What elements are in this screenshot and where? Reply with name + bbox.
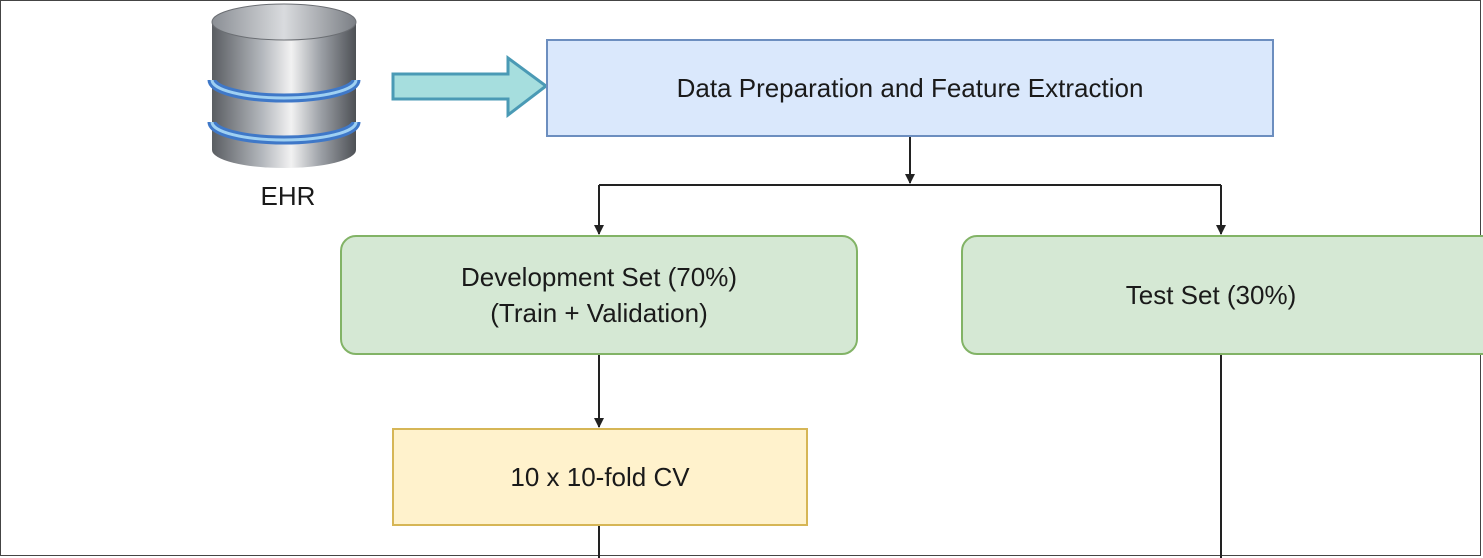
node-label: Test Set (30%) <box>1125 280 1297 310</box>
edge-source-prep <box>391 55 549 119</box>
node-sublabel: (Train + Validation) <box>490 298 708 328</box>
ehr-label: EHR <box>260 181 316 211</box>
node-data-preparation: Data Preparation and Feature Extraction <box>546 39 1274 137</box>
node-label: 10 x 10-fold CV <box>510 462 690 492</box>
node-label: Data Preparation and Feature Extraction <box>676 73 1144 103</box>
node-label: Development Set (70%) <box>460 262 738 292</box>
node-development-set: Development Set (70%) (Train + Validatio… <box>340 235 858 355</box>
node-test-set: Test Set (30%) <box>961 235 1483 355</box>
database-icon <box>207 3 361 168</box>
node-cross-validation: 10 x 10-fold CV <box>392 428 808 526</box>
